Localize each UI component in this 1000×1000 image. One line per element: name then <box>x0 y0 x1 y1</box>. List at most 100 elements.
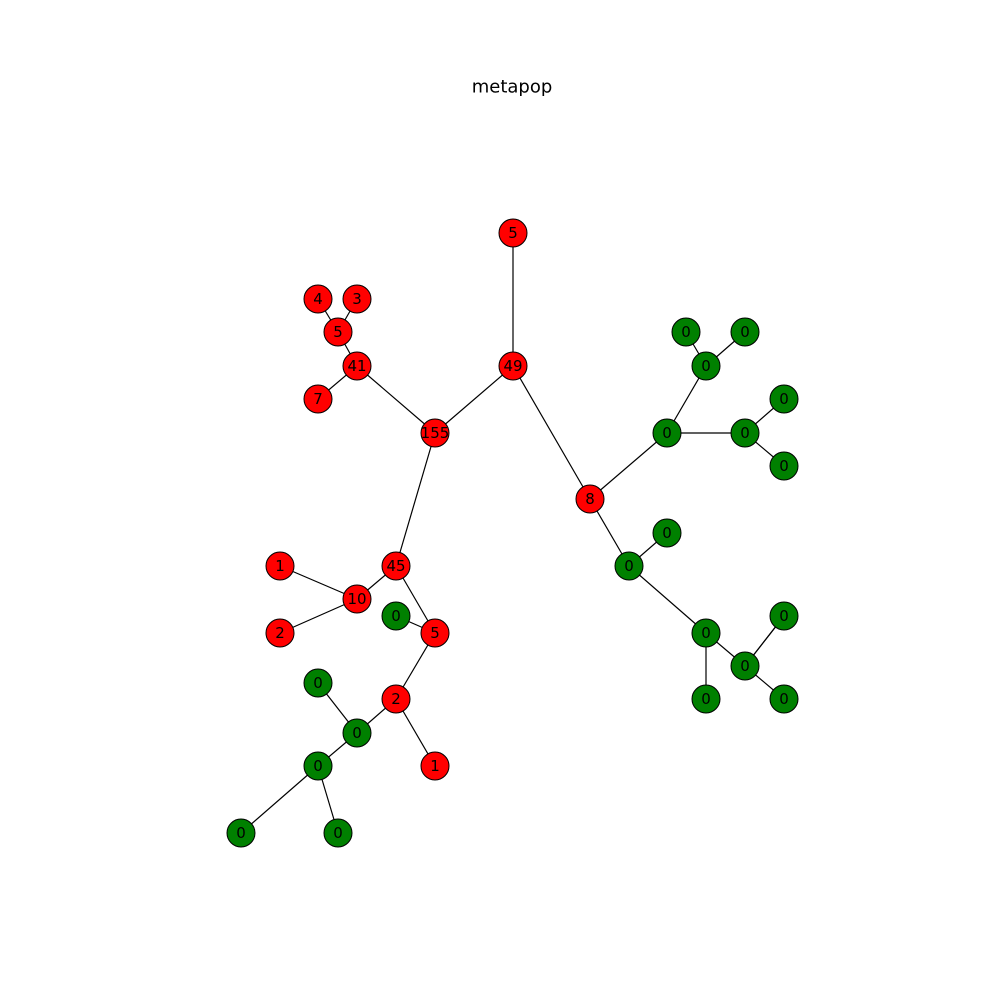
graph-node: 0 <box>381 601 411 631</box>
graph-node: 2 <box>265 618 295 648</box>
node-circle <box>226 818 256 848</box>
graph-node: 49 <box>498 351 528 381</box>
node-circle <box>730 651 760 681</box>
node-label: 0 <box>352 724 362 742</box>
node-circle <box>691 684 721 714</box>
edge-n8-g0g <box>589 432 668 500</box>
node-label: 45 <box>386 557 405 575</box>
node-label: 0 <box>701 624 711 642</box>
node-circle <box>265 618 295 648</box>
node-circle <box>323 317 353 347</box>
node-circle <box>614 551 644 581</box>
node-label: 0 <box>740 424 750 442</box>
graph-node: 0 <box>769 451 799 481</box>
node-label: 155 <box>421 424 450 442</box>
node-circle <box>342 351 372 381</box>
node-label: 2 <box>275 624 285 642</box>
node-circle <box>420 751 450 781</box>
node-circle <box>342 284 372 314</box>
node-circle <box>303 668 333 698</box>
node-circle <box>303 284 333 314</box>
edge-n155-n41 <box>356 365 436 434</box>
graph-node: 3 <box>342 284 372 314</box>
graph-node: 0 <box>652 418 682 448</box>
graph-node: 0 <box>671 317 701 347</box>
graph-node: 0 <box>769 601 799 631</box>
node-circle <box>769 684 799 714</box>
node-circle <box>691 351 721 381</box>
edges-layer <box>240 233 785 834</box>
graph-node: 0 <box>652 518 682 548</box>
node-label: 0 <box>701 690 711 708</box>
graph-node: 0 <box>342 718 372 748</box>
node-label: 0 <box>779 607 789 625</box>
node-label: 0 <box>236 824 246 842</box>
node-circle <box>381 551 411 581</box>
graph-node: 0 <box>730 317 760 347</box>
node-circle <box>652 518 682 548</box>
node-label: 0 <box>681 323 691 341</box>
node-circle <box>769 601 799 631</box>
graph-node: 0 <box>691 684 721 714</box>
node-label: 0 <box>333 824 343 842</box>
node-label: 0 <box>313 757 323 775</box>
graph-node: 5 <box>323 317 353 347</box>
node-circle <box>730 418 760 448</box>
graph-node: 0 <box>303 668 333 698</box>
node-label: 1 <box>275 557 285 575</box>
node-circle <box>323 818 353 848</box>
node-label: 3 <box>352 290 362 308</box>
node-label: 0 <box>662 424 672 442</box>
node-circle <box>303 751 333 781</box>
node-circle <box>265 551 295 581</box>
graph-node: 0 <box>614 551 644 581</box>
graph-node: 1 <box>265 551 295 581</box>
edge-n49-n8 <box>512 365 591 500</box>
node-circle <box>381 601 411 631</box>
node-circle <box>498 351 528 381</box>
graph-node: 0 <box>691 351 721 381</box>
node-label: 49 <box>503 357 522 375</box>
node-circle <box>691 618 721 648</box>
node-label: 8 <box>585 490 595 508</box>
node-circle <box>303 384 333 414</box>
node-circle <box>769 451 799 481</box>
node-label: 5 <box>333 323 343 341</box>
graph-node: 8 <box>575 484 605 514</box>
graph-node: 0 <box>730 418 760 448</box>
node-label: 41 <box>347 357 366 375</box>
graph-node: 155 <box>420 418 450 448</box>
graph-node: 0 <box>769 684 799 714</box>
graph-node: 4 <box>303 284 333 314</box>
graph-node: 0 <box>769 384 799 414</box>
graph-node: 10 <box>342 584 372 614</box>
node-circle <box>420 418 450 448</box>
graph-node: 5 <box>498 218 528 248</box>
node-label: 10 <box>347 590 366 608</box>
graph-node: 1 <box>420 751 450 781</box>
edge-g0d-g0e <box>240 765 319 834</box>
graph-node: 7 <box>303 384 333 414</box>
graph-node: 5 <box>420 618 450 648</box>
edge-n155-n45 <box>395 432 436 567</box>
node-label: 0 <box>624 557 634 575</box>
node-label: 5 <box>430 624 440 642</box>
node-circle <box>381 684 411 714</box>
node-label: 0 <box>740 657 750 675</box>
node-circle <box>575 484 605 514</box>
graph-node: 41 <box>342 351 372 381</box>
node-circle <box>652 418 682 448</box>
node-label: 0 <box>740 323 750 341</box>
node-label: 0 <box>313 674 323 692</box>
graph-title: metapop <box>472 77 553 98</box>
node-label: 0 <box>662 524 672 542</box>
node-label: 0 <box>779 690 789 708</box>
node-circle <box>730 317 760 347</box>
node-label: 0 <box>779 457 789 475</box>
graph-node: 0 <box>691 618 721 648</box>
node-circle <box>769 384 799 414</box>
node-circle <box>671 317 701 347</box>
node-label: 0 <box>391 607 401 625</box>
graph-node: 0 <box>323 818 353 848</box>
